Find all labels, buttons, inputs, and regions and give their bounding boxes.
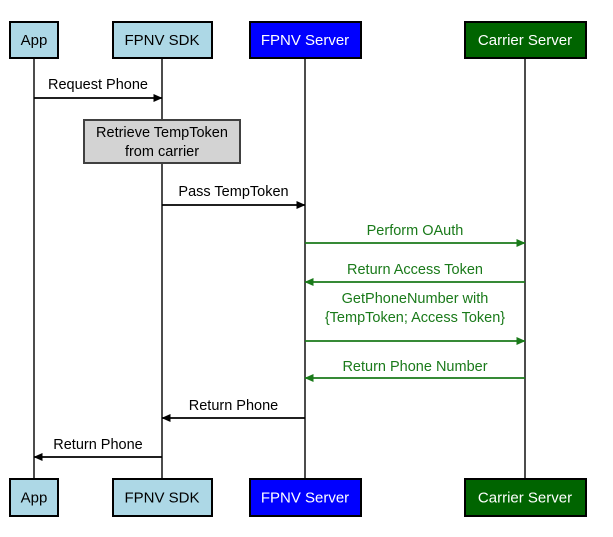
message-return-phone-number[interactable]: Return Phone Number xyxy=(304,359,525,382)
message-label-pass-temptoken: Pass TempToken xyxy=(178,184,288,200)
actor-box-sdk-footer[interactable] xyxy=(112,478,213,517)
actor-label-carrier-header: Carrier Server xyxy=(478,32,572,49)
message-pass-temptoken[interactable]: Pass TempToken xyxy=(162,184,306,209)
note-line-2: from carrier xyxy=(125,144,199,160)
actor-label-carrier-footer: Carrier Server xyxy=(478,490,572,507)
actor-sdk-header[interactable]: FPNV SDK xyxy=(112,21,213,59)
actor-box-app-header[interactable] xyxy=(9,21,59,59)
message-request-phone[interactable]: Request Phone xyxy=(34,77,163,102)
actor-label-fpnv-footer: FPNV Server xyxy=(261,490,349,507)
message-label-return-phone-number: Return Phone Number xyxy=(342,359,487,375)
note-layer: Retrieve TempToken from carrier xyxy=(83,119,241,164)
actor-sdk-footer[interactable]: FPNV SDK xyxy=(112,478,213,517)
actor-label-sdk-header: FPNV SDK xyxy=(124,32,199,49)
actor-box-sdk-header[interactable] xyxy=(112,21,213,59)
message-getphonenumber[interactable]: GetPhoneNumber with {TempToken; Access To… xyxy=(305,291,526,345)
actor-box-app-footer[interactable] xyxy=(9,478,59,517)
actor-fpnv-footer[interactable]: FPNV Server xyxy=(249,478,362,517)
header-actors-layer: App FPNV SDK FPNV Server Carrier Server xyxy=(9,21,587,59)
actor-label-sdk-footer: FPNV SDK xyxy=(124,490,199,507)
actor-carrier-footer[interactable]: Carrier Server xyxy=(464,478,587,517)
message-label-return-phone-to-app: Return Phone xyxy=(53,437,142,453)
message-perform-oauth[interactable]: Perform OAuth xyxy=(305,223,526,247)
actor-box-fpnv-header[interactable] xyxy=(249,21,362,59)
message-return-phone-to-sdk[interactable]: Return Phone xyxy=(161,398,305,422)
message-return-access-token[interactable]: Return Access Token xyxy=(304,262,525,286)
actor-box-carrier-footer[interactable] xyxy=(464,478,587,517)
message-label2-getphonenumber: {TempToken; Access Token} xyxy=(325,310,505,326)
actor-app-header[interactable]: App xyxy=(9,21,59,59)
message-label-getphonenumber: GetPhoneNumber with xyxy=(342,291,489,307)
message-return-phone-to-app[interactable]: Return Phone xyxy=(33,437,162,461)
message-label-return-access-token: Return Access Token xyxy=(347,262,483,278)
note-line-1: Retrieve TempToken xyxy=(96,125,228,141)
actor-label-app-header: App xyxy=(21,32,48,49)
retrieve-temptoken-note: Retrieve TempToken from carrier xyxy=(83,119,241,164)
actor-box-carrier-header[interactable] xyxy=(464,21,587,59)
actor-fpnv-header[interactable]: FPNV Server xyxy=(249,21,362,59)
footer-actors-layer: App FPNV SDK FPNV Server Carrier Server xyxy=(9,478,587,517)
message-label-perform-oauth: Perform OAuth xyxy=(367,223,464,239)
actor-label-fpnv-header: FPNV Server xyxy=(261,32,349,49)
actor-box-fpnv-footer[interactable] xyxy=(249,478,362,517)
message-label-return-phone-to-sdk: Return Phone xyxy=(189,398,278,414)
message-label-request-phone: Request Phone xyxy=(48,77,148,93)
actor-app-footer[interactable]: App xyxy=(9,478,59,517)
actor-carrier-header[interactable]: Carrier Server xyxy=(464,21,587,59)
note-box-rect xyxy=(83,119,241,164)
actor-label-app-footer: App xyxy=(21,490,48,507)
